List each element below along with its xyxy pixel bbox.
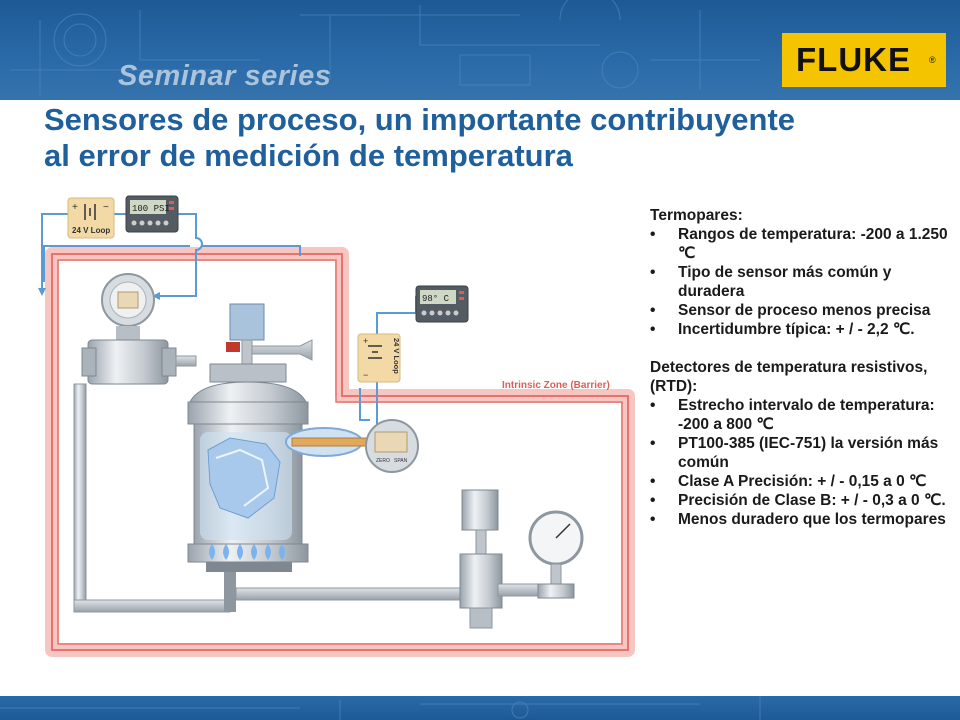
title-line-1: Sensores de proceso, un importante contr…	[44, 102, 796, 137]
list-item: Rangos de temperatura: -200 a 1.250 ℃	[650, 225, 955, 263]
piping	[73, 383, 481, 613]
list-item: Tipo de sensor más común y duradera	[650, 263, 955, 301]
wire-arrow-1	[38, 288, 46, 296]
zone-label: Intrinsic Zone (Barrier)	[502, 380, 610, 391]
temperature-probe	[285, 427, 373, 457]
sensor-info-text: Termopares: Rangos de temperatura: -200 …	[650, 206, 955, 529]
valve-icon	[459, 489, 539, 629]
loop-label-2: 24 V Loop	[392, 338, 401, 374]
list-item: Menos duradero que los termopares	[650, 510, 955, 529]
thermocouples-list: Rangos de temperatura: -200 a 1.250 ℃ Ti…	[650, 225, 955, 339]
battery-loop-1: + − 24 V Loop	[67, 197, 115, 239]
rtd-heading: Detectores de temperatura resistivos, (R…	[650, 359, 928, 395]
seminar-series-label: Seminar series	[118, 60, 332, 92]
battery-2-plus: +	[363, 336, 368, 346]
blueprint-background	[10, 0, 760, 95]
display-meter-2: 98° C	[415, 285, 469, 323]
intrinsic-zone-barrier	[45, 247, 635, 657]
pressure-transmitter-icon	[81, 273, 197, 385]
wire-arrow-2	[152, 292, 160, 300]
temperature-transmitter-icon: ZERO SPAN	[365, 419, 419, 473]
process-diagram: Intrinsic Zone (Barrier) + − 24 V Loop 1…	[38, 195, 635, 657]
meter-2-readout: 98° C	[422, 294, 450, 304]
flame-icon	[206, 544, 292, 572]
logo-registered-mark: ®	[929, 55, 936, 65]
display-meter-1: 100 PSI	[125, 195, 179, 233]
list-item: PT100-385 (IEC-751) la versión más común	[650, 434, 955, 472]
loop-label-1: 24 V Loop	[72, 226, 110, 235]
list-item: Estrecho intervalo de temperatura: -200 …	[650, 396, 955, 434]
list-item: Incertidumbre típica: + / - 2,2 ℃.	[650, 320, 955, 339]
rtd-list: Estrecho intervalo de temperatura: -200 …	[650, 396, 955, 529]
battery-1-plus: +	[72, 202, 78, 213]
list-item: Clase A Precisión: + / - 0,15 a 0 ℃	[650, 472, 955, 491]
footer-banner	[0, 696, 960, 720]
thermocouples-heading: Termopares:	[650, 207, 743, 224]
page-title: Sensores de proceso, un importante contr…	[44, 102, 954, 174]
meter-1-readout: 100 PSI	[132, 204, 170, 214]
pressure-gauge-icon	[528, 510, 584, 599]
header-banner: Seminar series FLUKE ®	[0, 0, 960, 100]
list-item: Precisión de Clase B: + / - 0,3 a 0 ℃.	[650, 491, 955, 510]
battery-2-minus: −	[363, 370, 368, 380]
tank-actuator	[226, 303, 313, 365]
zero-label: ZERO	[376, 458, 390, 464]
span-label: SPAN	[394, 458, 408, 464]
section-gap	[650, 339, 955, 358]
fluke-logo: FLUKE ®	[782, 33, 946, 87]
title-line-2: al error de medición de temperatura	[44, 138, 573, 173]
process-tank-icon	[187, 363, 309, 563]
battery-loop-2: + − 24 V Loop	[357, 333, 401, 383]
footer-blueprint	[0, 696, 761, 720]
battery-1-minus: −	[103, 202, 109, 213]
logo-text: FLUKE	[796, 41, 911, 78]
list-item: Sensor de proceso menos precisa	[650, 301, 955, 320]
